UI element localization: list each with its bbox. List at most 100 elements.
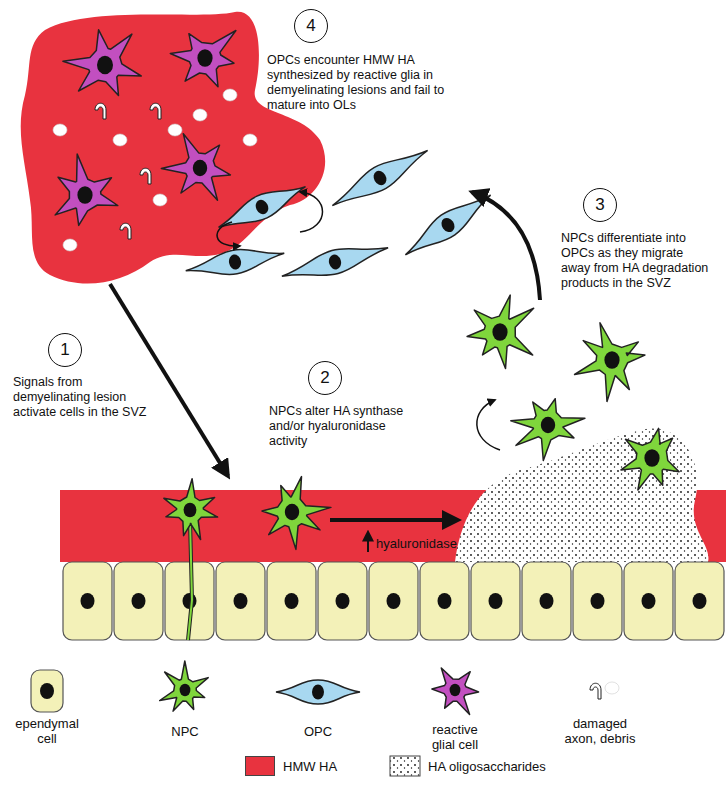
callout-circle: 4OPCs encounter HMW HA synthesized by re…	[294, 9, 328, 43]
nucleus	[439, 215, 457, 234]
reactive-glial-cell	[55, 154, 118, 225]
ependymal-cell	[471, 562, 520, 640]
hyaluronidase-arrow	[330, 518, 458, 522]
opc-cell	[279, 236, 391, 288]
nucleus	[591, 593, 605, 609]
nucleus	[604, 351, 619, 368]
callout-circle: 3NPCs differentiate into OPCs as they mi…	[583, 188, 617, 222]
npc-cell	[511, 399, 585, 461]
damaged-axon	[120, 223, 131, 239]
opc-body	[276, 680, 360, 704]
nucleus	[253, 198, 270, 217]
reactive-glial-cell	[170, 31, 236, 87]
npc-process	[188, 520, 192, 640]
nucleus	[81, 593, 95, 609]
reactive-glial-cell	[161, 134, 230, 201]
nucleus	[77, 186, 92, 203]
opc-cell	[276, 680, 360, 704]
ependymal-cell	[114, 562, 163, 640]
legend-text: NPC	[145, 724, 225, 739]
legend-text: damaged axon, debris	[556, 716, 644, 746]
nucleus	[312, 685, 324, 700]
arrow-label: hyaluronidase	[376, 536, 457, 551]
up-arrow	[367, 532, 369, 552]
ependymal-cell	[267, 562, 316, 640]
nucleus	[285, 504, 299, 521]
ependymal-cell	[573, 562, 622, 640]
nucleus	[97, 56, 113, 74]
debris	[605, 682, 619, 694]
npc-cell	[262, 477, 331, 550]
nucleus	[541, 417, 555, 434]
ependymal-cell	[369, 562, 418, 640]
debris	[193, 109, 207, 121]
callout-circle: 2NPCs alter HA synthase and/or hyaluroni…	[308, 361, 342, 395]
debris	[153, 194, 167, 206]
nucleus	[492, 323, 507, 340]
npc-cell	[575, 323, 645, 402]
callout-number: 3	[584, 195, 616, 215]
ependymal-cell	[216, 562, 265, 640]
nucleus	[336, 593, 350, 609]
legend-text: HA oligosaccharides	[428, 759, 546, 774]
damaged-axon	[140, 168, 151, 184]
cycle-arrow	[300, 192, 323, 232]
debris	[243, 134, 257, 146]
cycle-arrow	[477, 400, 500, 450]
npc-cell	[621, 428, 679, 490]
opc-body	[213, 176, 310, 238]
migration-arrow	[472, 192, 540, 300]
debris	[63, 239, 77, 251]
ependymal-cell	[31, 670, 63, 712]
ependymal-cell	[624, 562, 673, 640]
legend-swatch	[245, 756, 275, 776]
legend-text: OPC	[278, 724, 358, 739]
reactive-glial-cell	[63, 30, 141, 96]
ha-oligosaccharide-patch	[455, 428, 708, 562]
nucleus	[285, 593, 299, 609]
nucleus	[193, 160, 207, 177]
callout-number: 1	[49, 340, 81, 360]
nucleus	[197, 49, 212, 66]
cycle-arrow	[217, 222, 240, 246]
debris	[168, 124, 182, 136]
callout-number: 4	[295, 16, 327, 36]
debris	[223, 89, 237, 101]
ependymal-cell	[420, 562, 469, 640]
debris	[113, 134, 127, 146]
opc-body	[326, 140, 433, 216]
callout-description: NPCs alter HA synthase and/or hyaluronid…	[269, 404, 407, 449]
nucleus	[132, 593, 146, 609]
damaged-axon	[150, 103, 161, 119]
nucleus	[644, 449, 659, 466]
nucleus	[387, 593, 401, 609]
nucleus	[371, 169, 389, 188]
npc-process	[188, 520, 192, 640]
damaged-axon	[95, 103, 106, 119]
lesion-hmw-ha	[21, 12, 325, 284]
ependymal-cell	[675, 562, 724, 640]
callout-description: NPCs differentiate into OPCs as they mig…	[561, 231, 711, 291]
ependymal-cell	[318, 562, 367, 640]
nucleus	[438, 593, 452, 609]
legend-text: HMW HA	[283, 759, 337, 774]
callout-number: 2	[309, 368, 341, 388]
nucleus	[693, 593, 707, 609]
callout-circle: 1Signals from demyelinating lesion activ…	[48, 333, 82, 367]
opc-body	[184, 241, 287, 282]
nucleus	[228, 254, 242, 271]
opc-cell	[213, 176, 310, 238]
callout-description: Signals from demyelinating lesion activa…	[13, 375, 163, 420]
opc-body	[279, 236, 391, 288]
nucleus	[489, 593, 503, 609]
legend-text: reactive glial cell	[419, 722, 491, 752]
ependymal-cell	[63, 562, 112, 640]
nucleus	[450, 684, 461, 696]
nucleus	[40, 683, 54, 699]
debris	[53, 124, 67, 136]
damaged-axon	[590, 683, 601, 699]
oligosaccharide-swatch	[390, 756, 420, 776]
nucleus	[234, 593, 248, 609]
nucleus	[540, 593, 554, 609]
